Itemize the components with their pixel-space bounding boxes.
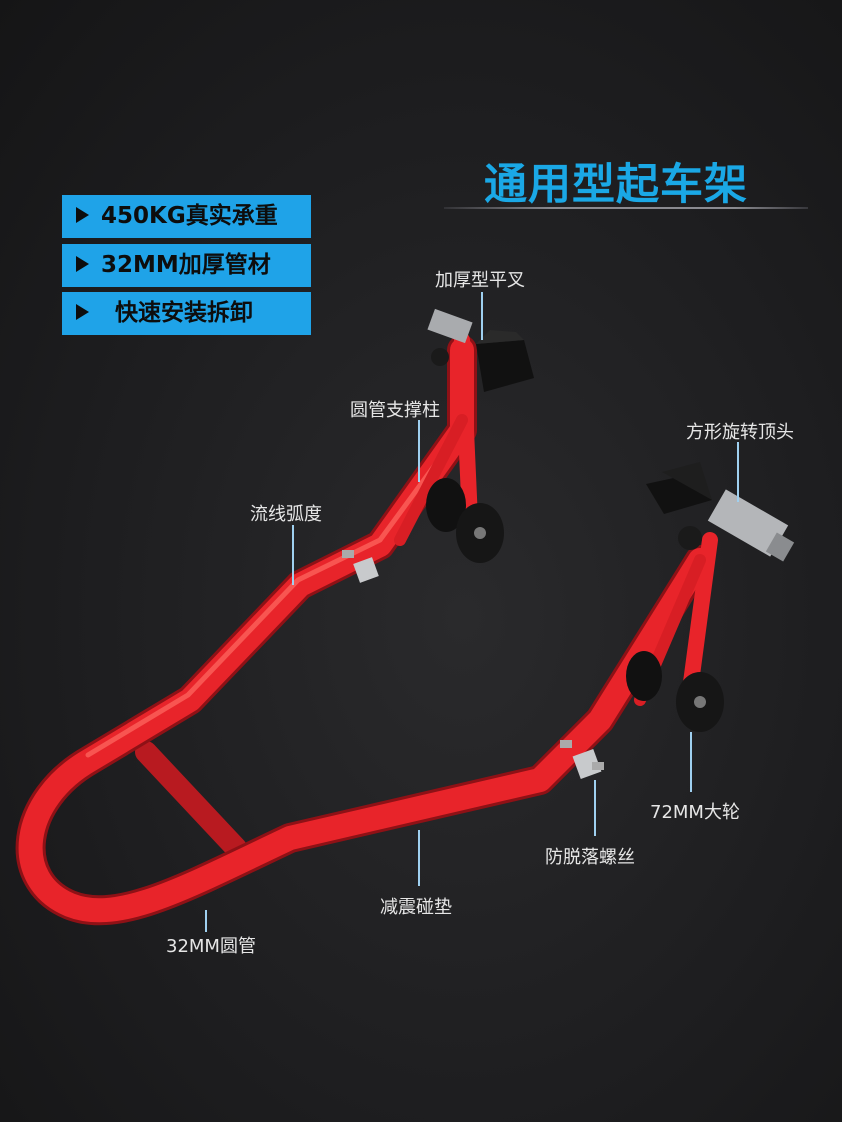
feature-text: 32MM加厚管材	[101, 252, 271, 278]
feature-badge-capacity: 450KG真实承重	[62, 195, 311, 238]
feature-text: 快速安装拆卸	[115, 300, 253, 326]
callout-screw: 防脱落螺丝	[545, 847, 635, 868]
callout-pad: 减震碰垫	[380, 897, 452, 918]
left-support-strut	[394, 414, 468, 546]
leader-tube	[205, 910, 207, 932]
clamps	[342, 550, 604, 780]
leader-screw	[594, 780, 596, 836]
callout-fork: 加厚型平叉	[435, 270, 525, 291]
left-fork-head	[427, 308, 534, 392]
right-rotating-head	[646, 462, 795, 562]
leader-pad	[418, 830, 420, 886]
callout-wheel: 72MM大轮	[650, 802, 740, 823]
triangle-bullet-icon	[76, 255, 89, 272]
callout-curve: 流线弧度	[250, 504, 322, 525]
triangle-bullet-icon	[76, 206, 89, 223]
leader-fork	[481, 292, 483, 340]
callout-tube: 32MM圆管	[166, 936, 256, 957]
leader-curve	[292, 525, 294, 585]
feature-text: 450KG真实承重	[101, 203, 278, 229]
feature-badge-install: 快速安装拆卸	[62, 292, 311, 335]
main-frame	[18, 338, 712, 923]
callout-head: 方形旋转顶头	[686, 422, 794, 443]
right-upright	[682, 532, 718, 698]
feature-badge-tube: 32MM加厚管材	[62, 244, 311, 287]
page-title: 通用型起车架	[484, 160, 748, 210]
title-underline	[444, 207, 808, 209]
triangle-bullet-icon	[76, 303, 89, 320]
leader-support	[418, 420, 420, 482]
wheels	[426, 478, 724, 732]
callout-support: 圆管支撑柱	[350, 400, 440, 421]
leader-head	[737, 442, 739, 502]
left-upright	[454, 332, 478, 528]
leader-wheel	[690, 732, 692, 792]
cross-brace	[135, 741, 247, 859]
